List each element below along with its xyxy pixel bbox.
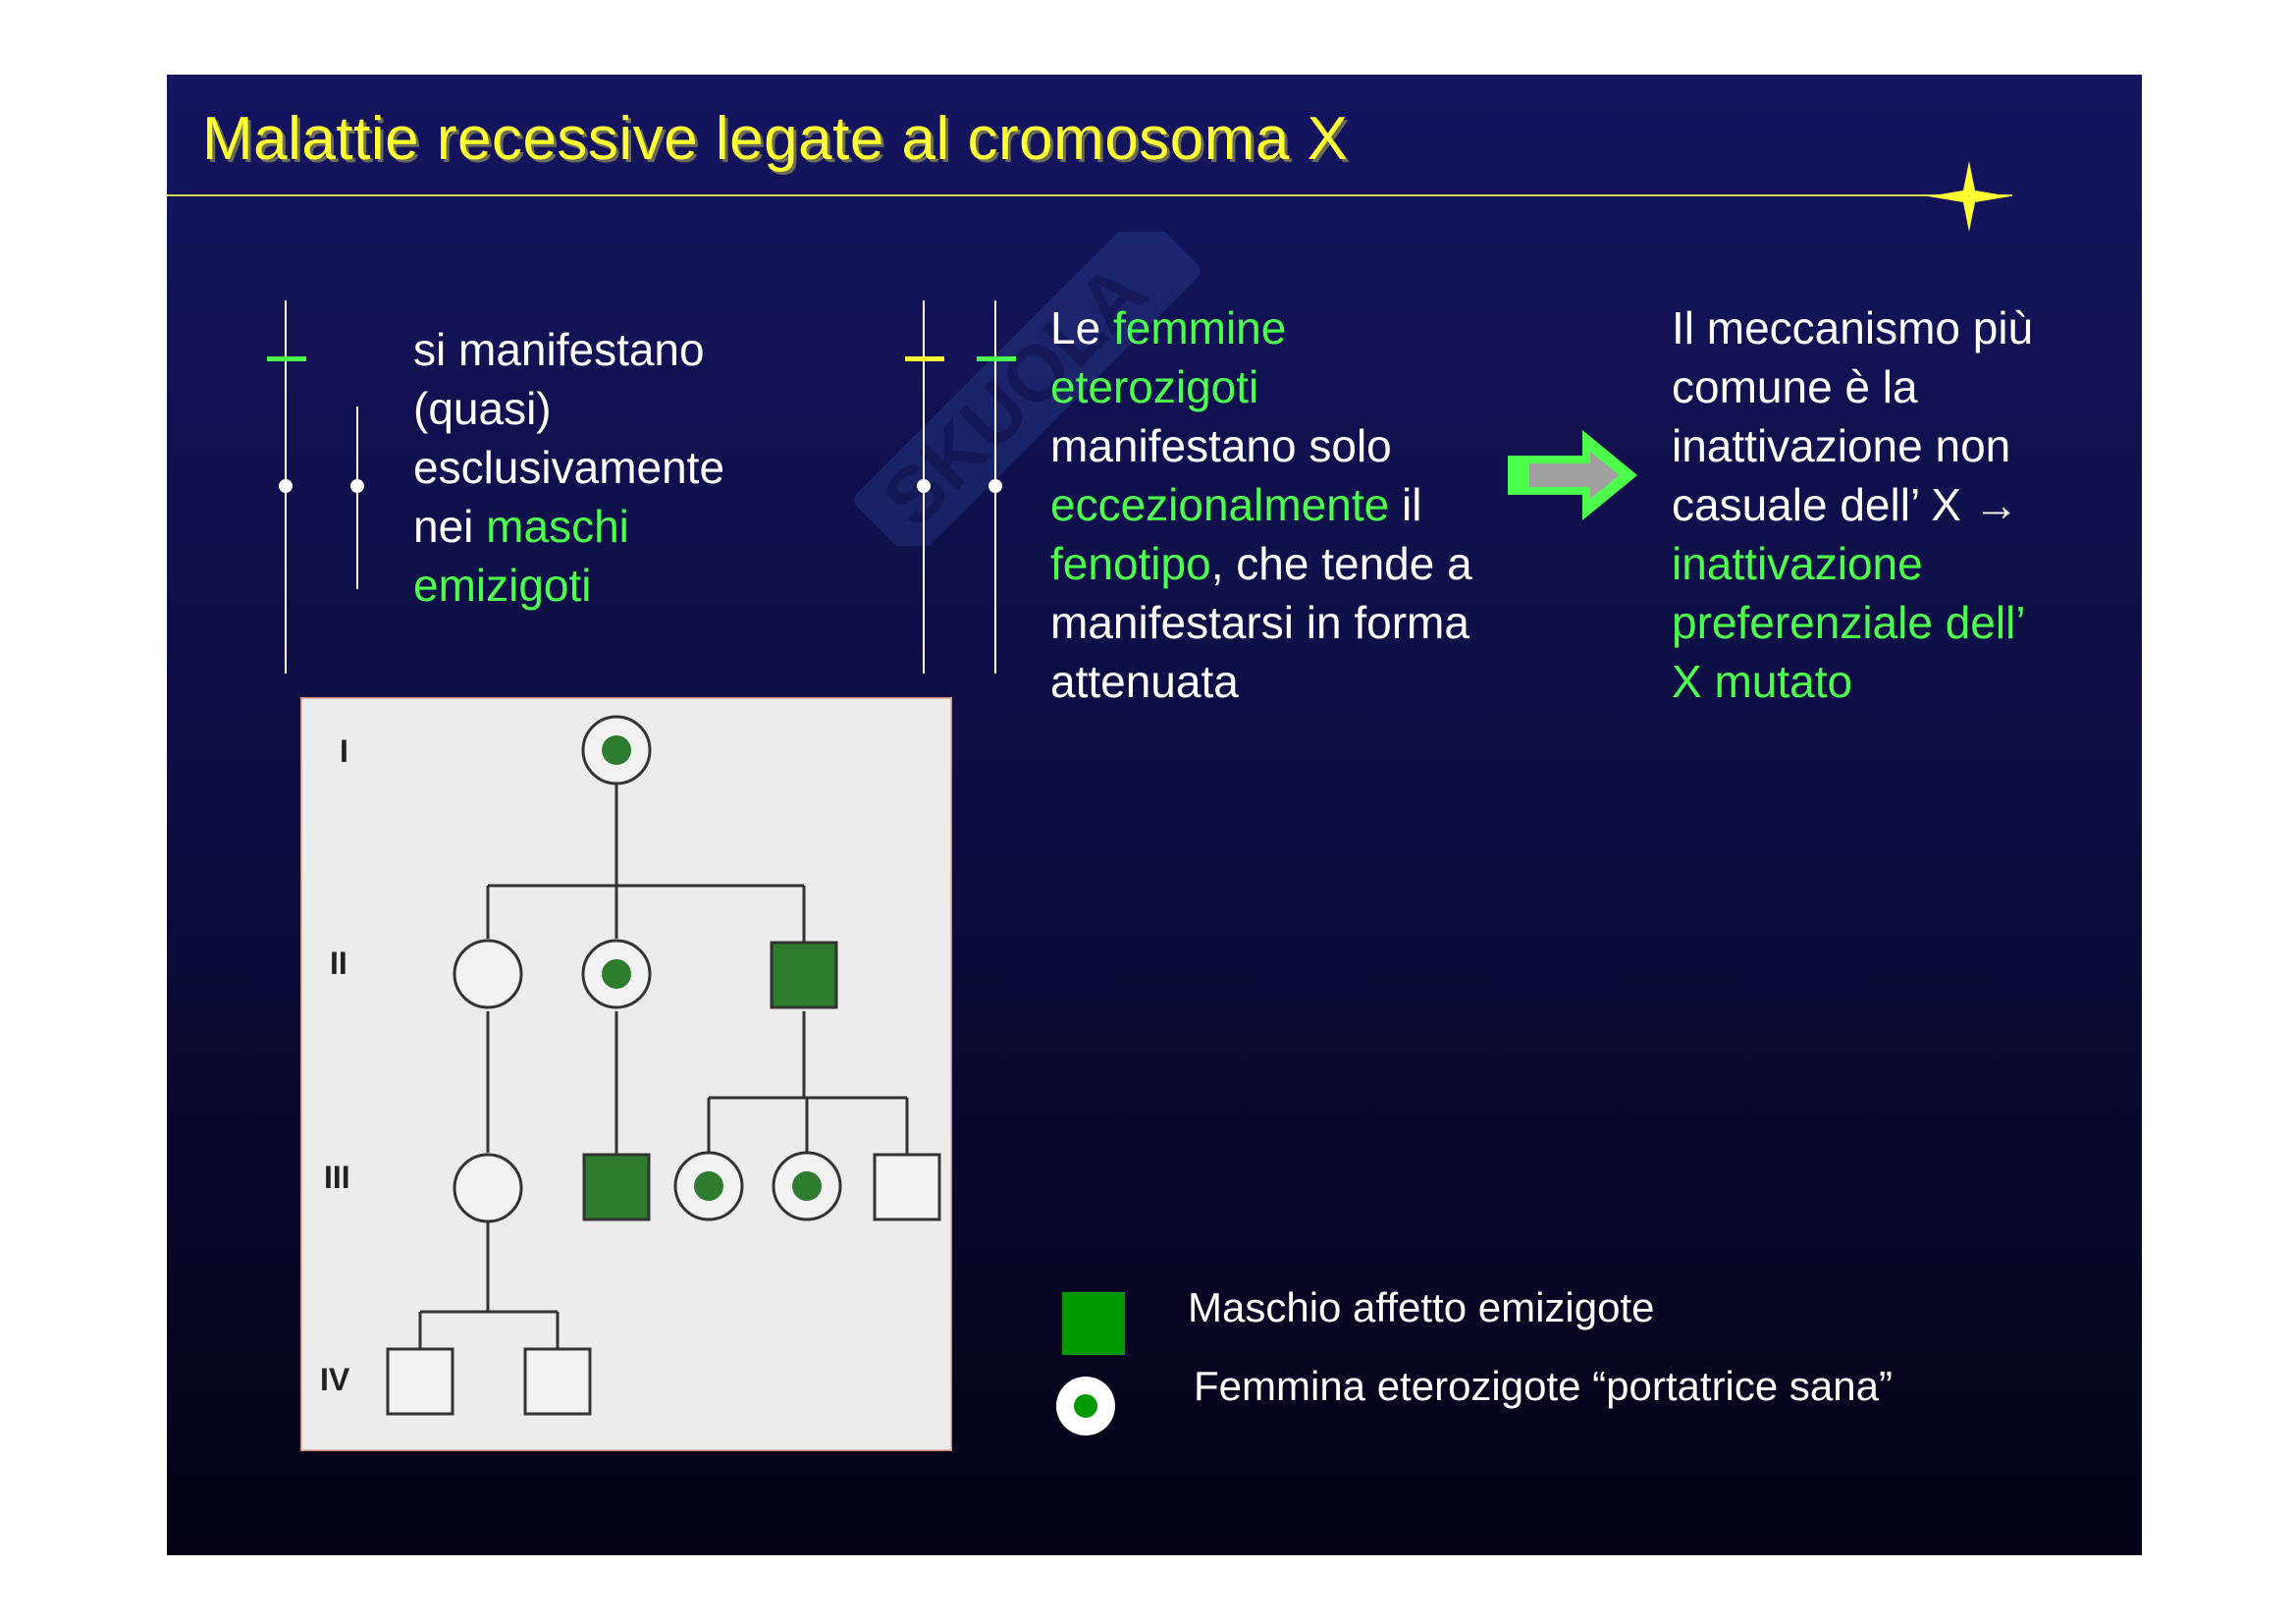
legend-male-affected-label: Maschio affetto emizigote	[1188, 1284, 1655, 1330]
column1-line: (quasi)	[413, 383, 552, 434]
column2-text-green: fenotipo	[1050, 538, 1211, 589]
carrier-dot	[792, 1171, 822, 1201]
column2-text: Le femmine eterozigoti manifestano solo …	[1050, 298, 1472, 711]
column2-line: eccezionalmente il	[1050, 475, 1472, 534]
column3-line: X mutato	[1672, 656, 1853, 707]
column3-line: inattivazione non	[1672, 420, 2011, 471]
slide: Malattie recessive legate al cromosoma X…	[167, 75, 2142, 1555]
column3-line: preferenziale dell’	[1672, 597, 2026, 648]
column1-line: emizigoti	[413, 560, 592, 611]
column3-line: comune è la	[1672, 361, 1918, 412]
male-unaffected	[386, 1347, 454, 1416]
column2-text-plain: , che tende a	[1210, 538, 1472, 589]
column2-text-plain: il	[1389, 479, 1422, 530]
pedigree-background	[300, 697, 952, 1451]
generation-label: IV	[320, 1362, 350, 1397]
column2-line: eterozigoti	[1050, 361, 1259, 412]
male-unaffected	[523, 1347, 592, 1416]
column3-line: inattivazione	[1672, 538, 1923, 589]
slide-title: Malattie recessive legate al cromosoma X	[202, 105, 1349, 173]
legend-female-carrier-label: Femmina eterozigote “portatrice sana”	[1194, 1363, 1893, 1409]
column2-line: fenotipo, che tende a	[1050, 534, 1472, 593]
generation-label: III	[324, 1160, 350, 1195]
carrier-dot	[602, 735, 631, 765]
column3-line: Il meccanismo più	[1672, 302, 2034, 353]
legend-male-affected-icon	[1062, 1292, 1125, 1355]
column2-text-green: femmine	[1112, 302, 1287, 353]
column1-text: si manifestano (quasi) esclusivamente ne…	[413, 320, 724, 615]
column3-text: Il meccanismo più comune è la inattivazi…	[1672, 298, 2033, 711]
male-affected	[582, 1153, 651, 1221]
carrier-dot	[694, 1171, 723, 1201]
pedigree-chart: I II III IV	[300, 697, 952, 1451]
column2-text-plain: Le	[1050, 302, 1113, 353]
generation-label: II	[330, 946, 347, 981]
column2-text-green: eccezionalmente	[1050, 479, 1390, 530]
female-unaffected	[453, 1153, 523, 1223]
star-icon	[1928, 161, 2010, 232]
title-underline	[167, 194, 2012, 196]
generation-label: I	[340, 733, 348, 769]
column1-text-plain: nei	[413, 501, 487, 552]
column3-line: casuale dell’ X →	[1672, 479, 2019, 530]
column1-line: nei maschi	[413, 497, 724, 556]
female-unaffected	[453, 939, 523, 1009]
column2-line: manifestarsi in forma	[1050, 597, 1469, 648]
right-arrow-icon	[1508, 430, 1637, 520]
male-unaffected	[873, 1153, 941, 1221]
column1-text-green: maschi	[486, 501, 629, 552]
column2-line: Le femmine	[1050, 298, 1472, 357]
legend-female-carrier-icon	[1056, 1377, 1115, 1435]
carrier-dot	[602, 959, 631, 989]
male-affected	[770, 941, 838, 1009]
column1-line: esclusivamente	[413, 442, 725, 493]
column2-line: attenuata	[1050, 656, 1239, 707]
column1-line: si manifestano	[413, 324, 705, 375]
column2-line: manifestano solo	[1050, 420, 1392, 471]
